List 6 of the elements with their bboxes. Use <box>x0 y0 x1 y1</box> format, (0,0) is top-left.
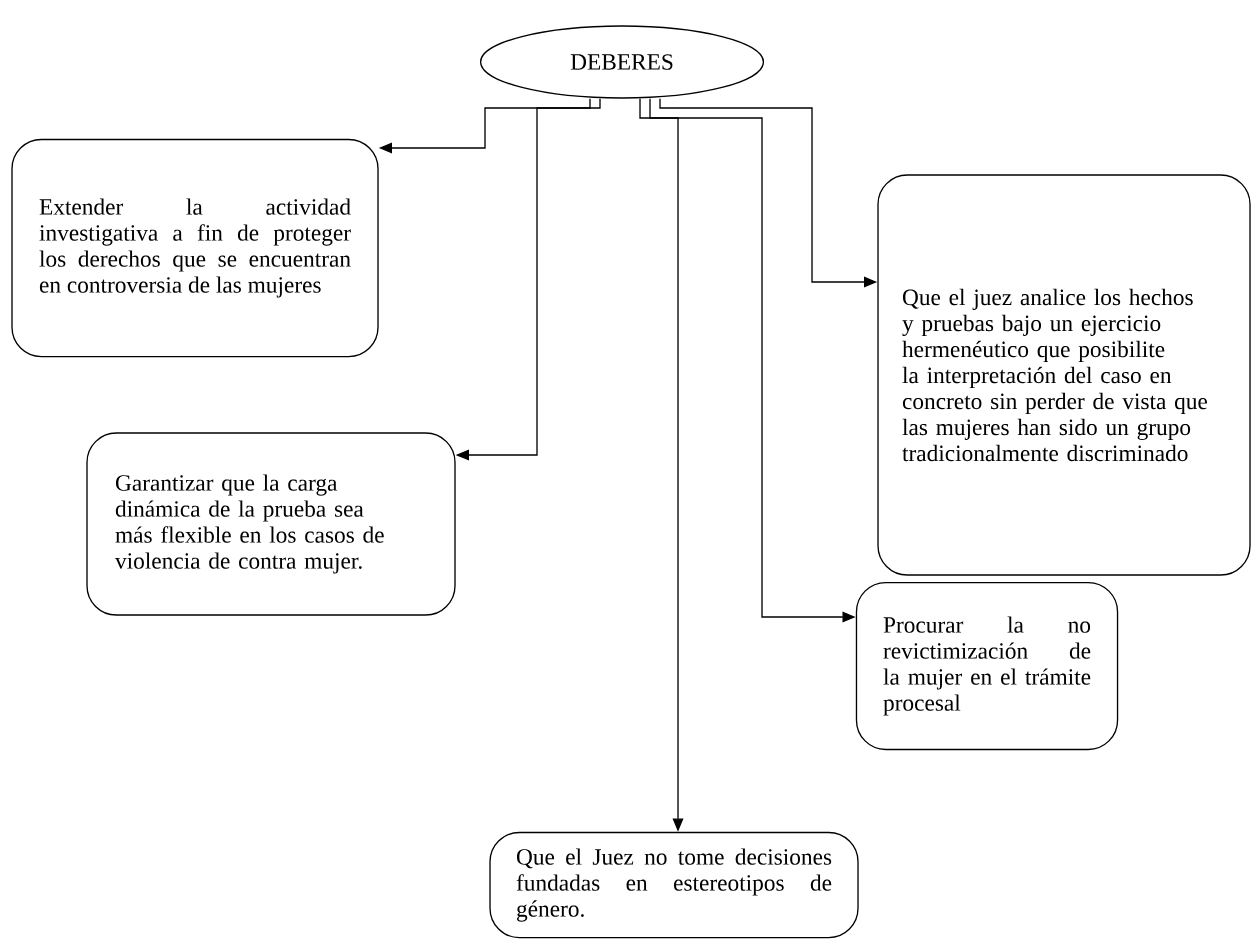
ellipse-node: DEBERES <box>479 25 765 99</box>
rounded-box: Procurar la no revictimización de la mujer en el trámite procesal <box>855 581 1119 751</box>
rounded-box: Extender la actividad investigativa a fin de proteger los derechos que se encuentran en controversia de las mujeres <box>11 138 379 358</box>
rounded-box: Que el Juez no tome decisiones fundadas en estereotipos de género. <box>489 831 859 939</box>
rounded-box: Garantizar que la carga dinámica de la prueba sea más flexible en los casos de violencia de contra mujer. <box>86 432 456 616</box>
rounded-box: Que el juez analice los hechos y pruebas bajo un ejercicio hermenéutico que posibilite la interpretación del caso en concreto sin perder de vista que las mujeres han sido un grupo tradicionalmente discriminado <box>877 174 1251 576</box>
